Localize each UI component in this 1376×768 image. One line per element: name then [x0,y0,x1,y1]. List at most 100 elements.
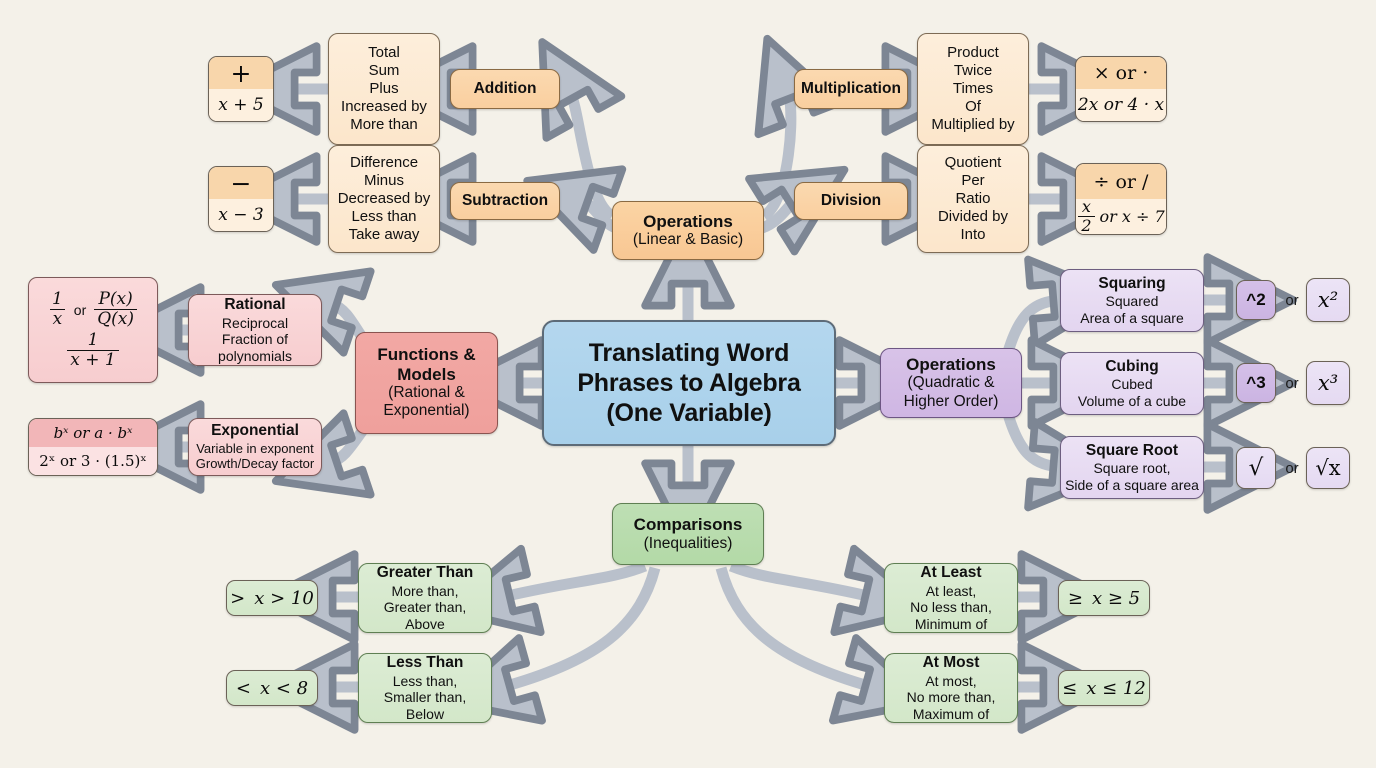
square-root-title: Square Root [1085,441,1179,459]
hub-quadratic-title: Operations [906,355,996,375]
example-square-root[interactable]: √x [1306,447,1350,489]
example-squaring[interactable]: x² [1306,278,1350,322]
hub-linear-title: Operations [643,211,733,231]
or-label-squaring: or [1285,291,1299,309]
kw-squaring-1: Area of a square [1080,309,1184,326]
kw-square-root-0: Square root, [1093,460,1171,477]
hub-operations-quadratic[interactable]: Operations (Quadratic & Higher Order) [880,348,1022,418]
example-cubing-text: x³ [1317,371,1339,395]
rational-or-1: or [73,301,87,318]
rational-f3-den: x + 1 [67,350,119,369]
symbol-division[interactable]: ÷ or / x 2 or x ÷ 7 [1075,163,1167,235]
kw-subtraction-4: Take away [348,226,420,243]
hub-operations-linear[interactable]: Operations (Linear & Basic) [612,201,764,260]
hub-functions-title-2: Models [397,364,456,384]
chip-multiplication[interactable]: Multiplication [794,69,908,109]
central-topic-line1: Translating Word [588,339,790,367]
symbol-multiplication-glyph: × or · [1076,57,1166,89]
chip-multiplication-label: Multiplication [801,80,901,97]
kw-multiplication-4: Multiplied by [931,116,1015,133]
subtopic-cubing[interactable]: Cubing Cubed Volume of a cube [1060,352,1204,415]
subtopic-rational[interactable]: Rational Reciprocal Fraction of polynomi… [188,294,322,366]
hub-comparisons[interactable]: Comparisons (Inequalities) [612,503,764,565]
rational-f3-num: 1 [87,330,99,350]
subtopic-squaring[interactable]: Squaring Squared Area of a square [1060,269,1204,332]
kw-less-than-0: Less than, [392,672,458,689]
symbol-multiplication[interactable]: × or · 2x or 4 · x [1075,56,1167,122]
central-topic-line3: (One Variable) [606,399,772,427]
hub-linear-subtitle: (Linear & Basic) [632,231,744,249]
symbol-subtraction[interactable]: − x − 3 [208,166,274,232]
central-topic-node[interactable]: Translating Word Phrases to Algebra (One… [542,320,836,446]
exponential-symbol: bˣ or a · bˣ [29,419,157,447]
kw-exponential-1: Growth/Decay factor [195,456,315,472]
subtopic-at-least[interactable]: At Least At least, No less than, Minimum… [884,563,1018,633]
symbol-squaring-glyph: ^2 [1246,290,1266,309]
subtopic-at-most[interactable]: At Most At most, No more than, Maximum o… [884,653,1018,723]
symbol-squaring[interactable]: ^2 [1236,280,1276,320]
kw-at-least-0: At least, [925,582,977,599]
symbol-square-root[interactable]: √ [1236,447,1276,489]
subtopic-greater-than[interactable]: Greater Than More than, Greater than, Ab… [358,563,492,633]
subtopic-exponential[interactable]: Exponential Variable in exponent Growth/… [188,418,322,476]
example-squaring-text: x² [1317,288,1339,312]
example-multiplication: 2x or 4 · x [1076,89,1166,121]
symbol-at-most[interactable]: ≤ x ≤ 12 [1058,670,1150,706]
keywords-subtraction[interactable]: Difference Minus Decreased by Less than … [328,145,440,253]
hub-functions-subtitle-1: (Rational & [388,384,465,402]
symbol-greater-than-glyph: > [230,587,246,609]
kw-cubing-1: Volume of a cube [1077,392,1187,409]
rational-f1-num: 1 [51,289,63,309]
hub-comparisons-title: Comparisons [633,515,743,535]
at-least-title: At Least [920,563,982,581]
kw-multiplication-3: Of [965,98,981,115]
symbol-division-glyph: ÷ or / [1076,164,1166,199]
keywords-division[interactable]: Quotient Per Ratio Divided by Into [917,145,1029,253]
kw-division-0: Quotient [944,154,1002,171]
symbol-at-least[interactable]: ≥ x ≥ 5 [1058,580,1150,616]
hub-functions-models[interactable]: Functions & Models (Rational & Exponenti… [355,332,498,434]
symbol-cubing[interactable]: ^3 [1236,363,1276,403]
kw-addition-3: Increased by [341,98,427,115]
formula-exponential[interactable]: bˣ or a · bˣ 2ˣ or 3 · (1.5)ˣ [28,418,158,476]
rational-f1-den: x [49,309,66,328]
kw-rational-0: Reciprocal [221,314,289,331]
example-square-root-text: √x [1315,456,1341,480]
example-exponential: 2ˣ or 3 · (1.5)ˣ [29,447,157,475]
keywords-multiplication[interactable]: Product Twice Times Of Multiplied by [917,33,1029,145]
kw-division-4: Into [960,226,986,243]
greater-than-title: Greater Than [376,563,474,581]
chip-division[interactable]: Division [794,182,908,220]
chip-addition[interactable]: Addition [450,69,560,109]
subtopic-square-root[interactable]: Square Root Square root, Side of a squar… [1060,436,1204,499]
formula-rational[interactable]: 1 x or P(x) Q(x) 1 x + 1 [28,277,158,383]
symbol-cubing-glyph: ^3 [1246,373,1266,392]
chip-subtraction[interactable]: Subtraction [450,182,560,220]
or-label-cubing: or [1285,374,1299,392]
hub-quadratic-subtitle-1: (Quadratic & [907,374,995,392]
kw-multiplication-1: Twice [953,62,993,79]
kw-exponential-0: Variable in exponent [196,441,314,456]
hub-functions-subtitle-2: Exponential) [383,402,470,420]
symbol-less-than[interactable]: < x < 8 [226,670,318,706]
kw-multiplication-2: Times [952,80,994,97]
symbol-greater-than[interactable]: > x > 10 [226,580,318,616]
division-frac-num: x [1081,197,1091,216]
keywords-addition[interactable]: Total Sum Plus Increased by More than [328,33,440,145]
symbol-subtraction-glyph: − [209,167,273,199]
example-cubing[interactable]: x³ [1306,361,1350,405]
hub-comparisons-subtitle: (Inequalities) [643,534,733,552]
subtopic-less-than[interactable]: Less Than Less than, Smaller than, Below [358,653,492,723]
symbol-at-most-glyph: ≤ [1062,677,1078,699]
or-label-square-root: or [1285,459,1299,477]
kw-cubing-0: Cubed [1111,376,1153,393]
symbol-less-than-glyph: < [235,677,251,699]
example-division: x 2 or x ÷ 7 [1076,199,1166,234]
kw-at-least-2: Minimum of [914,615,988,632]
exponential-title: Exponential [211,422,299,440]
kw-less-than-2: Below [405,705,445,722]
kw-greater-than-1: Greater than, [383,599,467,616]
symbol-addition[interactable]: + x + 5 [208,56,274,122]
kw-at-most-2: Maximum of [912,705,990,722]
